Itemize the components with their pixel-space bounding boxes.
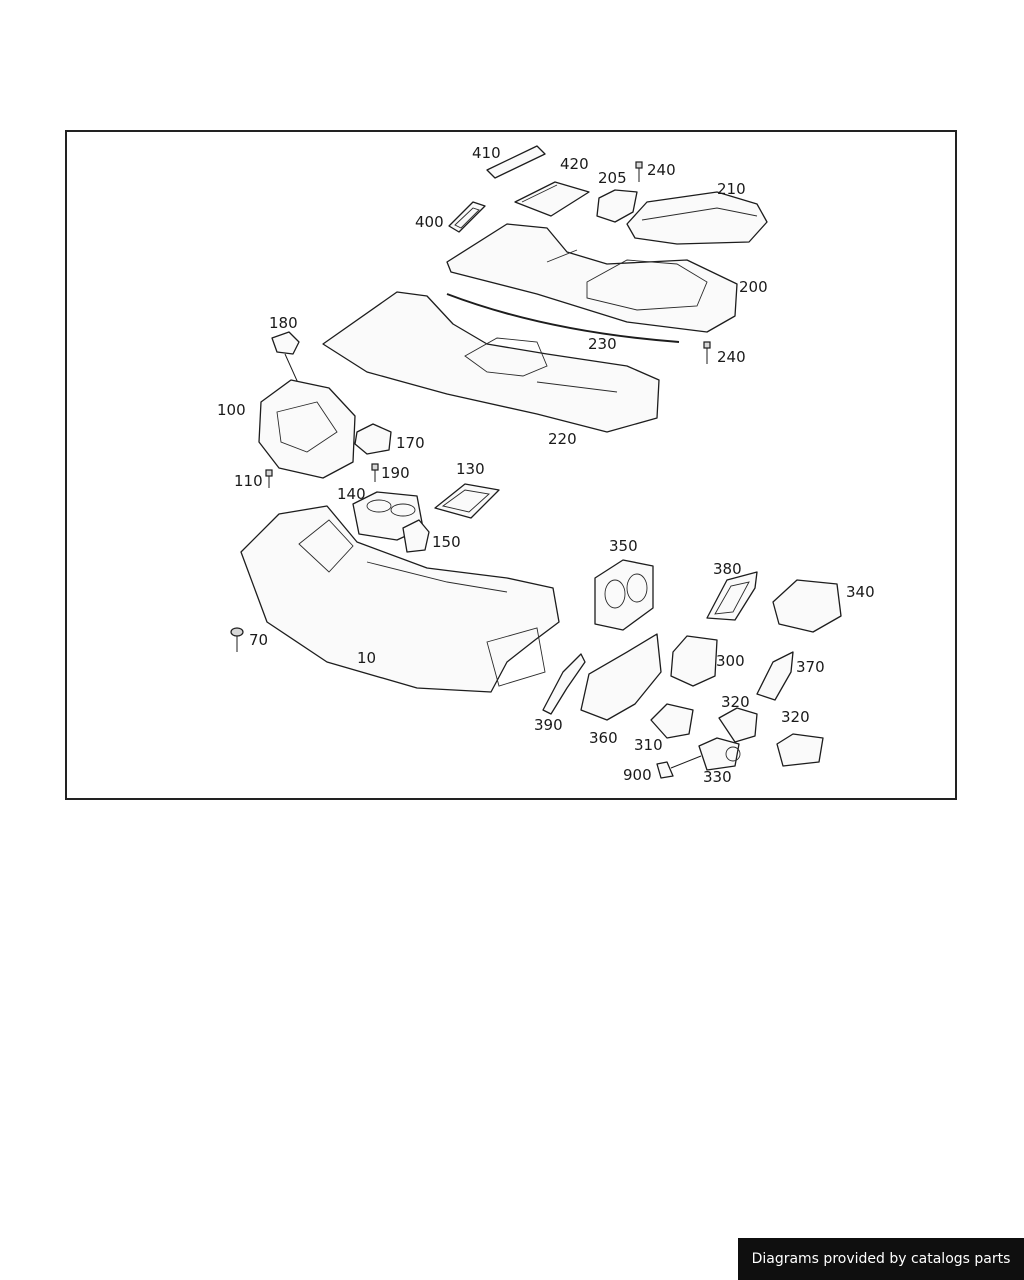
part-320-switch-b — [776, 733, 824, 767]
callout-150[interactable]: 150 — [432, 533, 461, 551]
part-380-frame — [706, 571, 758, 621]
callout-900[interactable]: 900 — [623, 766, 652, 784]
callout-205[interactable]: 205 — [598, 169, 627, 187]
parts-diagram-frame: 410 420 205 240 210 400 200 180 230 240 … — [65, 130, 957, 800]
part-410-pad — [486, 145, 546, 179]
part-420-pad — [514, 181, 590, 217]
callout-390[interactable]: 390 — [534, 716, 563, 734]
part-70-screw — [230, 627, 244, 652]
callout-110[interactable]: 110 — [234, 472, 263, 490]
part-10-main-console — [240, 505, 560, 693]
part-300-switch — [670, 635, 718, 687]
callout-340[interactable]: 340 — [846, 583, 875, 601]
callout-140[interactable]: 140 — [337, 485, 366, 503]
callout-180[interactable]: 180 — [269, 314, 298, 332]
exploded-parts-diagram: 410 420 205 240 210 400 200 180 230 240 … — [217, 144, 875, 786]
part-390-strip — [542, 653, 586, 715]
part-340-module — [772, 579, 842, 633]
callout-230[interactable]: 230 — [588, 335, 617, 353]
callout-240[interactable]: 240 — [647, 161, 676, 179]
callout-420[interactable]: 420 — [560, 155, 589, 173]
callout-320[interactable]: 320 — [721, 693, 750, 711]
part-370-cover — [756, 651, 794, 701]
callout-310[interactable]: 310 — [634, 736, 663, 754]
callout-360[interactable]: 360 — [589, 729, 618, 747]
callout-100[interactable]: 100 — [217, 401, 246, 419]
callout-320[interactable]: 320 — [781, 708, 810, 726]
callout-200[interactable]: 200 — [739, 278, 768, 296]
part-310-switch — [650, 703, 694, 739]
part-240-screw-top — [635, 161, 643, 182]
part-110-screw — [265, 469, 273, 488]
callout-300[interactable]: 300 — [716, 652, 745, 670]
part-210-armrest — [626, 191, 768, 245]
callout-350[interactable]: 350 — [609, 537, 638, 555]
callout-220[interactable]: 220 — [548, 430, 577, 448]
part-200-upper-trim — [446, 223, 738, 333]
part-320-switch-a — [718, 707, 758, 743]
part-240-screw-bottom — [703, 341, 711, 364]
callout-240[interactable]: 240 — [717, 348, 746, 366]
callout-130[interactable]: 130 — [456, 460, 485, 478]
callout-70[interactable]: 70 — [249, 631, 268, 649]
part-350-bezel — [594, 559, 654, 631]
credit-text: Diagrams provided by catalogs parts — [751, 1251, 1011, 1267]
part-360-cover — [580, 633, 662, 721]
callout-170[interactable]: 170 — [396, 434, 425, 452]
callout-10[interactable]: 10 — [357, 649, 376, 667]
callout-330[interactable]: 330 — [703, 768, 732, 786]
part-100-module — [258, 379, 356, 479]
callout-370[interactable]: 370 — [796, 658, 825, 676]
callout-210[interactable]: 210 — [717, 180, 746, 198]
part-330-socket — [698, 737, 741, 771]
part-205-bracket — [596, 189, 638, 223]
callout-380[interactable]: 380 — [713, 560, 742, 578]
part-170-knob — [354, 423, 392, 455]
callout-400[interactable]: 400 — [415, 213, 444, 231]
callout-190[interactable]: 190 — [381, 464, 410, 482]
credit-badge: Diagrams provided by catalogs parts — [738, 1238, 1024, 1280]
callout-410[interactable]: 410 — [472, 144, 501, 162]
part-220-middle-trim — [322, 291, 660, 433]
part-130-mat — [434, 483, 500, 519]
part-150-insert — [402, 519, 430, 553]
part-900-connector — [656, 755, 702, 779]
part-400-frame — [448, 201, 486, 233]
part-190-screw — [371, 463, 379, 482]
part-230-strip — [446, 293, 680, 343]
